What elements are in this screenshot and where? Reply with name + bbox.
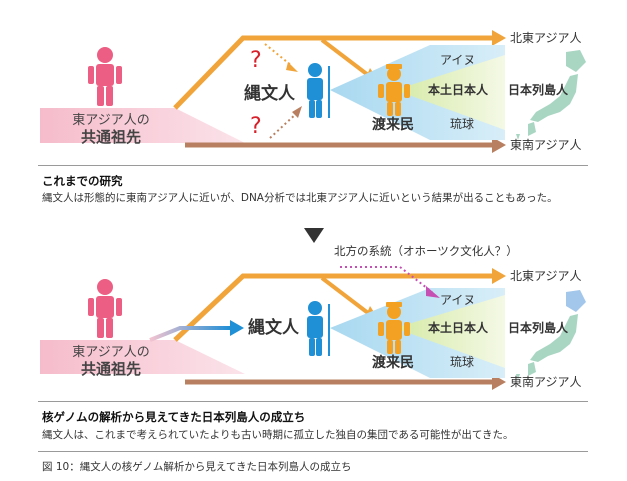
jomon-lineage-arrowhead: [230, 320, 244, 336]
migrant-label: 渡来民: [372, 117, 414, 133]
northern-lineage-arrowhead: [426, 286, 440, 298]
migrant-person-icon: [378, 64, 410, 116]
northern-lineage-path: [340, 266, 433, 293]
panel2-caption-body: 縄文人は、これまで考えられていたよりも古い時期に孤立した独自の集団である可能性が…: [42, 429, 514, 441]
jomon-label: 縄文人: [244, 84, 295, 104]
ryukyu-label: 琉球: [450, 117, 475, 131]
japan-map-icon: [516, 50, 586, 140]
migrant-label: 渡来民: [372, 355, 414, 371]
northeast-asian-label: 北東アジア人: [510, 269, 582, 283]
ryukyu-label: 琉球: [450, 355, 475, 369]
question-mark-upper: ?: [250, 48, 262, 73]
diagram-panel-previous-research: 東アジア人の 共通祖先 ? ? 縄文人 渡来民 アイヌ 本土日本人 琉球 北東ア…: [0, 0, 627, 215]
dotted-arrowhead-lower: [292, 106, 302, 118]
japan-map-icon: [516, 290, 586, 380]
diagram-panel-nuclear-genome: 北方の系統（オホーツク文化人？） 東アジア人の 共通祖先 縄文人 渡来民 アイヌ…: [0, 240, 627, 481]
ancestor-label-line1: 東アジア人の: [72, 345, 150, 360]
panel2-divider: [38, 401, 588, 402]
migrant-person-icon: [378, 302, 410, 354]
population-gradient-area: [395, 55, 505, 130]
ancestor-label: 東アジア人の 共通祖先: [56, 344, 166, 378]
jomon-lineage-path: [149, 326, 230, 342]
ancestor-person-icon: [88, 279, 122, 338]
dotted-arrow-lower: [269, 111, 299, 139]
ainu-label: アイヌ: [440, 53, 476, 67]
panel1-divider: [38, 165, 588, 166]
ancestor-person-icon: [88, 47, 122, 106]
mainland-japanese-label: 本土日本人: [428, 83, 489, 97]
figure-caption: 図 10：縄文人の核ゲノム解析から見えてきた日本列島人の成立ち: [42, 461, 352, 473]
northeast-arrowhead: [492, 30, 506, 46]
panel1-diagram-svg: [40, 30, 586, 153]
japanese-archipelago-label: 日本列島人: [508, 321, 569, 335]
branch-to-migrants: [320, 38, 374, 80]
northeast-asian-lineage-path: [173, 35, 492, 110]
panel1-caption-title: これまでの研究: [42, 174, 123, 188]
ainu-label: アイヌ: [440, 293, 476, 307]
figure-divider: [38, 451, 588, 452]
dotted-arrow-upper: [264, 43, 293, 67]
ancestor-band: [40, 340, 245, 374]
northeast-asian-lineage-path: [173, 273, 492, 342]
ancestor-label-line2: 共通祖先: [80, 128, 141, 146]
panel2-diagram-svg: [40, 266, 586, 390]
population-gradient-area: [395, 295, 505, 368]
northeast-asian-label: 北東アジア人: [510, 31, 582, 45]
question-mark-lower: ?: [250, 114, 262, 139]
panel1-caption-body: 縄文人は形態的に東南アジア人に近いが、DNA分析では北東アジア人に近いという結果…: [42, 192, 558, 204]
panel2-caption-title: 核ゲノムの解析から見えてきた日本列島人の成立ち: [42, 410, 306, 424]
ancestor-label-line1: 東アジア人の: [72, 113, 150, 128]
ancestor-label-line2: 共通祖先: [80, 360, 141, 378]
ancestor-band: [40, 108, 245, 143]
branch-to-migrants: [320, 276, 374, 318]
ancestor-label: 東アジア人の 共通祖先: [56, 112, 166, 146]
northeast-arrowhead: [492, 268, 506, 284]
dotted-arrowhead-upper: [286, 62, 298, 72]
northern-lineage-label: 北方の系統（オホーツク文化人？）: [334, 244, 518, 258]
japanese-archipelago-label: 日本列島人: [508, 83, 569, 97]
southeast-arrowhead: [492, 137, 506, 153]
mainland-japanese-label: 本土日本人: [428, 321, 489, 335]
jomon-label: 縄文人: [248, 318, 299, 338]
jomon-person-icon: [307, 301, 330, 356]
jomon-person-icon: [307, 63, 330, 118]
southeast-asian-label: 東南アジア人: [510, 138, 582, 152]
southeast-asian-label: 東南アジア人: [510, 375, 582, 389]
